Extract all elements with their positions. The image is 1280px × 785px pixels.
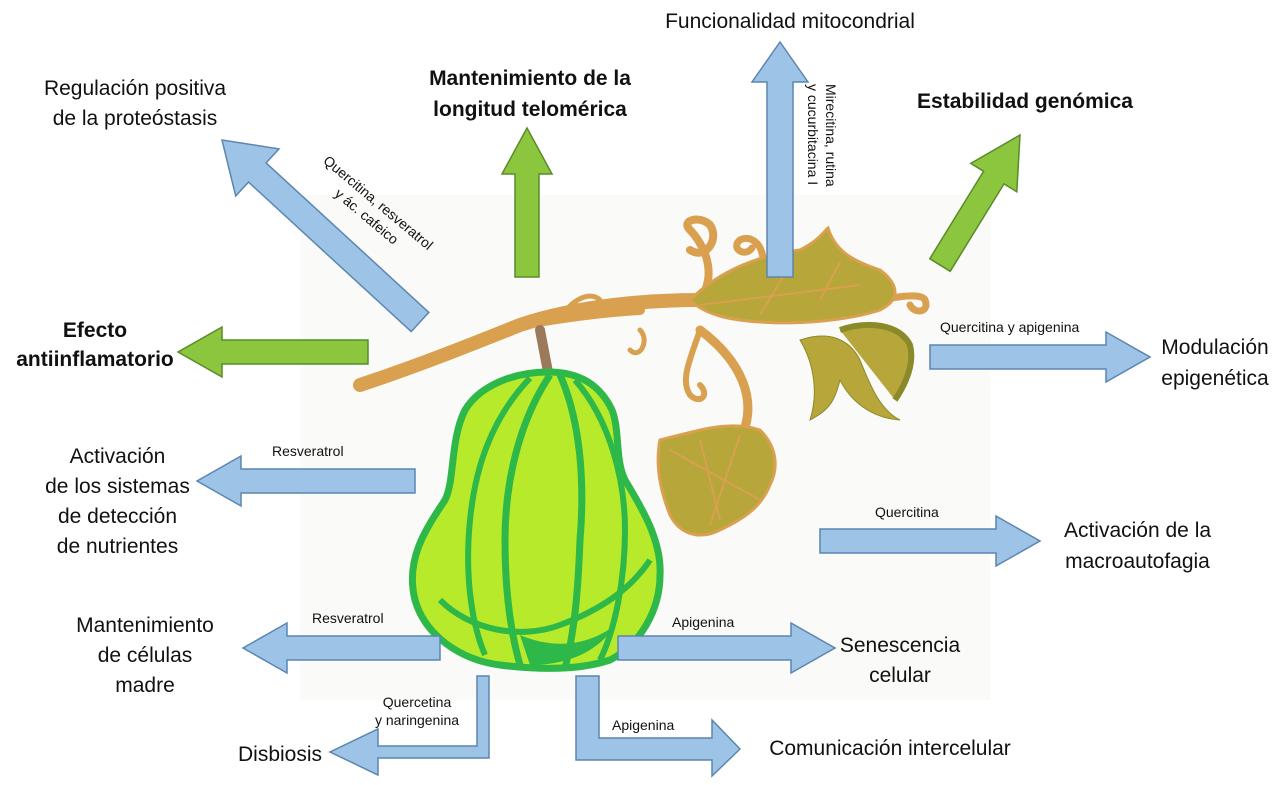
compound-dysbiosis: Quercetina y naringenina [362,693,472,729]
outcome-macroautophagy: Activación de la macroautofagia [1040,515,1235,577]
outcome-nutrients: Activación de los sistemas de detección … [30,442,205,562]
compound-intercellular: Apigenina [612,716,674,734]
outcome-mitochondria: Funcionalidad mitocondrial [640,8,940,36]
outcome-epigenetic: Modulación epigenética [1150,332,1280,394]
compound-senescence: Apigenina [672,613,734,631]
compound-mitochondria: Mirecitina, rutina y cucurbitacina I [804,84,840,224]
compound-nutrients: Resveratrol [272,442,344,460]
outcome-senescence: Senescencia celular [830,631,970,691]
outcome-antiinflammatory: Efecto antiinflamatorio [0,316,190,374]
outcome-stem-cells: Mantenimiento de células madre [55,611,235,701]
outcome-dysbiosis: Disbiosis [225,741,335,769]
outcome-telomere: Mantenimiento de la longitud telomérica [405,63,655,125]
outcome-intercellular: Comunicación intercelular [740,735,1040,763]
compound-epigenetic: Quercitina y apigenina [940,318,1079,336]
outcome-proteostasis: Regulación positiva de la proteóstasis [20,74,250,134]
outcome-genomic: Estabilidad genómica [900,88,1150,116]
compound-stem-cells: Resveratrol [312,609,384,627]
compound-macroautophagy: Quercitina [875,503,939,521]
